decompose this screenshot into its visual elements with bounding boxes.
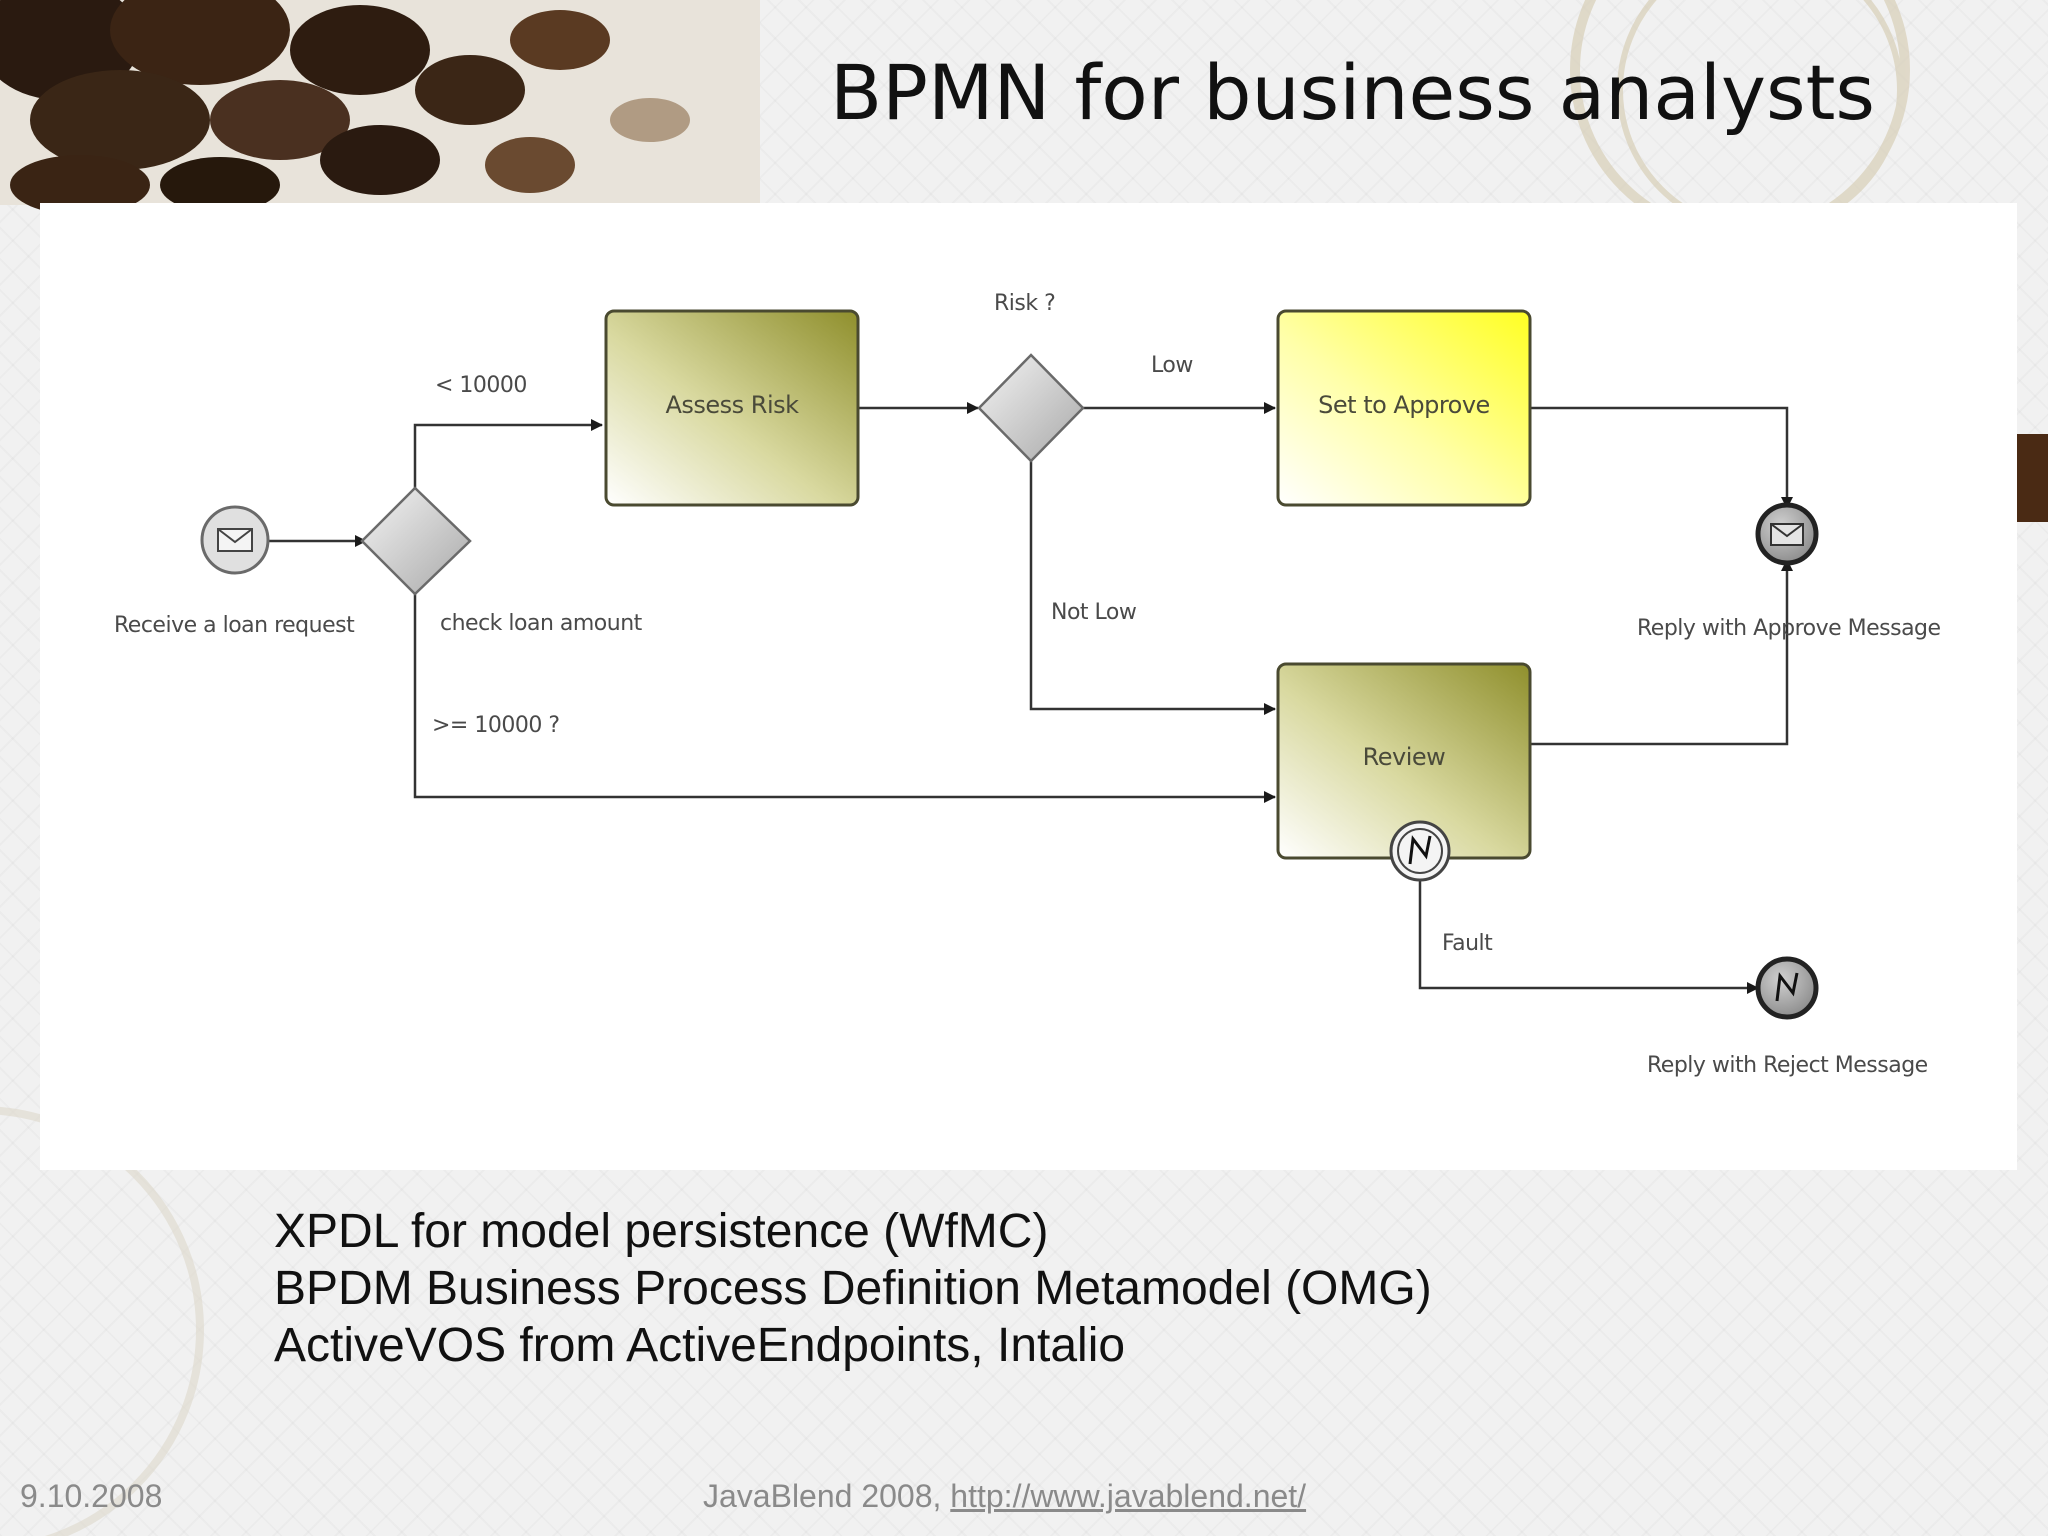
- end-approve-label: Reply with Approve Message: [1637, 616, 1941, 641]
- task-set-to-approve-shape: [1276, 309, 1532, 507]
- error-icon: [1408, 835, 1432, 865]
- bullet-list: XPDL for model persistence (WfMC) BPDM B…: [274, 1203, 1432, 1374]
- start-event-label: Receive a loan request: [114, 613, 355, 638]
- end-approve-message-event: [1755, 502, 1819, 566]
- task-assess-risk-label: Assess Risk: [665, 391, 799, 419]
- end-reject-error-event: [1755, 956, 1819, 1020]
- edge-fault-label: Fault: [1442, 931, 1493, 956]
- flow-not-low: [1029, 461, 1276, 715]
- bullet-item: BPDM Business Process Definition Metamod…: [274, 1262, 1432, 1315]
- edge-lt-label: < 10000: [435, 373, 527, 398]
- gateway-risk: [977, 353, 1085, 463]
- flow-fault: [1418, 880, 1759, 994]
- bpmn-diagram-graphics: [200, 309, 1819, 1020]
- coffee-beans-image: [0, 0, 690, 215]
- edge-gte-label: >= 10000 ?: [432, 713, 560, 738]
- side-tab: [2016, 434, 2048, 522]
- task-review-label: Review: [1362, 743, 1446, 771]
- slide-title: BPMN for business analysts: [830, 48, 1875, 137]
- edge-low-label: Low: [1151, 353, 1193, 378]
- gateway-check-loan-amount: [360, 486, 472, 596]
- bullet-item: ActiveVOS from ActiveEndpoints, Intalio: [274, 1319, 1126, 1372]
- bpmn-diagram: Receive a loan request check loan amount…: [40, 203, 2017, 1170]
- footer-link[interactable]: http://www.javablend.net/: [950, 1478, 1307, 1514]
- task-set-to-approve-label: Set to Approve: [1318, 391, 1490, 419]
- gateway-risk-label: Risk ?: [994, 291, 1056, 316]
- end-reject-label: Reply with Reject Message: [1647, 1053, 1928, 1078]
- footer-credit: JavaBlend 2008, http://www.javablend.net…: [703, 1478, 1306, 1515]
- footer-event: JavaBlend 2008,: [703, 1478, 951, 1514]
- flow-gte-10000: [413, 594, 1276, 803]
- boundary-error-event: [1389, 820, 1451, 882]
- footer-date: 9.10.2008: [20, 1478, 163, 1514]
- flow-lt-10000: [413, 419, 603, 488]
- flow-approve-to-end: [1530, 406, 1793, 509]
- gateway-amount-label: check loan amount: [440, 611, 642, 636]
- error-icon: [1775, 972, 1799, 1002]
- start-message-event: [200, 505, 270, 575]
- task-assess-risk-shape: [604, 309, 860, 507]
- flow-review-to-end: [1530, 559, 1793, 746]
- bullet-item: XPDL for model persistence (WfMC): [274, 1205, 1049, 1258]
- edge-not-low-label: Not Low: [1051, 600, 1137, 625]
